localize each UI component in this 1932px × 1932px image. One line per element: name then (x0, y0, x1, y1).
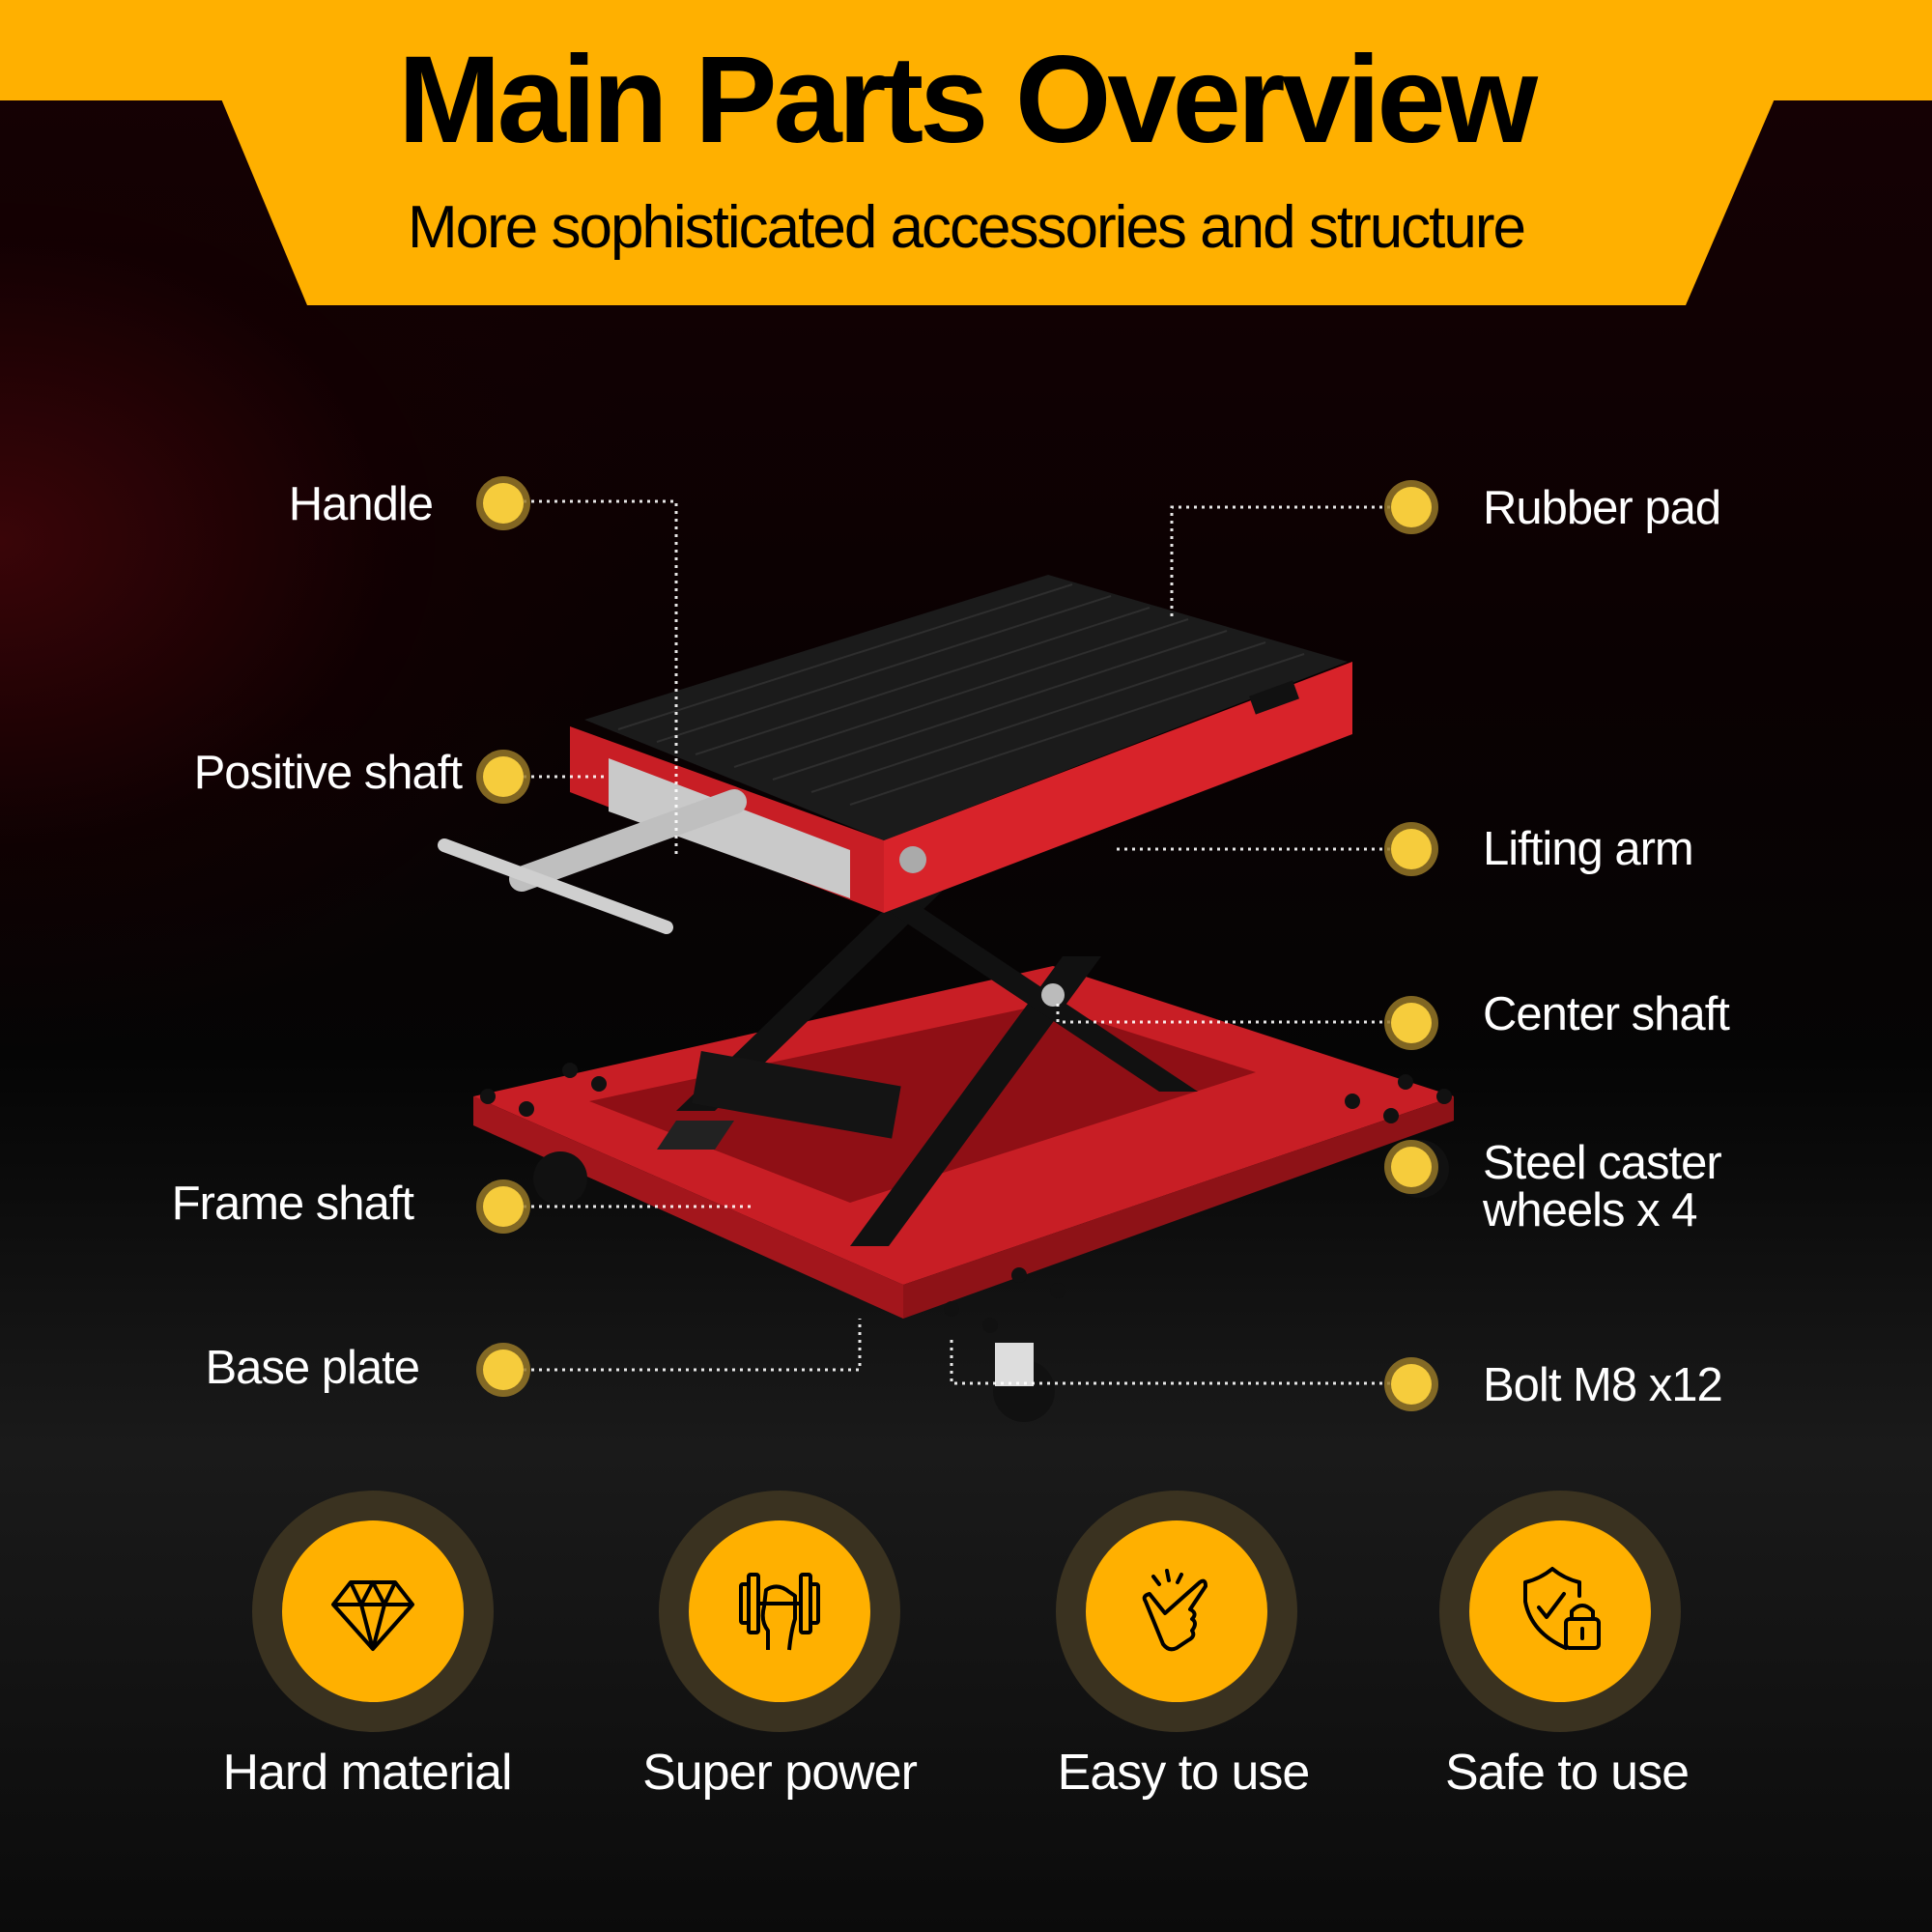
leader-base-plate (524, 1319, 862, 1372)
page-subtitle: More sophisticated accessories and struc… (407, 194, 1526, 261)
header-banner-band (0, 0, 1932, 100)
callout-lifting-arm-dot (1391, 829, 1432, 869)
callout-center-shaft-label: Center shaft (1483, 988, 1730, 1040)
callout-rubber-pad-dot (1391, 487, 1432, 527)
callout-lifting-arm-label: Lifting arm (1483, 823, 1694, 875)
snap-fingers-check-icon (1142, 1569, 1208, 1652)
callout-frame-shaft-label: Frame shaft (171, 1178, 414, 1230)
callout-bolt-label: Bolt M8 x12 (1483, 1359, 1723, 1411)
callout-positive-shaft-dot (483, 756, 524, 797)
feature-super-power (659, 1491, 900, 1732)
feature-safe-to-use-label: Safe to use (1444, 1745, 1690, 1801)
feature-hard-material-label: Hard material (222, 1745, 512, 1801)
callout-steel-caster-label: Steel caster wheels x 4 (1483, 1137, 1722, 1236)
callout-frame-shaft-dot (483, 1186, 524, 1227)
callout-positive-shaft-label: Positive shaft (193, 747, 463, 799)
header-banner-trapezoid (220, 97, 1776, 305)
callout-handle-dot (483, 483, 524, 524)
page-title: Main Parts Overview (397, 31, 1538, 169)
feature-hard-material (252, 1491, 494, 1732)
callout-rubber-pad-label: Rubber pad (1483, 482, 1721, 534)
callout-base-plate-dot (483, 1350, 524, 1390)
callout-bolt-dot (1391, 1364, 1432, 1405)
leader-center-shaft (1056, 1000, 1390, 1024)
center-shaft-bolt (1041, 983, 1065, 1007)
shield-check-lock-icon (1523, 1567, 1601, 1650)
callout-handle-label: Handle (288, 478, 434, 530)
feature-easy-to-use-label: Easy to use (1057, 1745, 1311, 1801)
dumbbell-fist-icon (739, 1573, 820, 1651)
callout-steel-caster-dot (1391, 1147, 1432, 1187)
callout-base-plate-label: Base plate (205, 1342, 420, 1394)
diamond-icon (331, 1580, 414, 1651)
feature-super-power-label: Super power (642, 1745, 918, 1801)
leader-rubber-pad (1170, 505, 1390, 618)
callout-center-shaft-dot (1391, 1003, 1432, 1043)
feature-safe-to-use (1439, 1491, 1681, 1732)
leader-handle (524, 499, 678, 855)
feature-easy-to-use (1056, 1491, 1297, 1732)
